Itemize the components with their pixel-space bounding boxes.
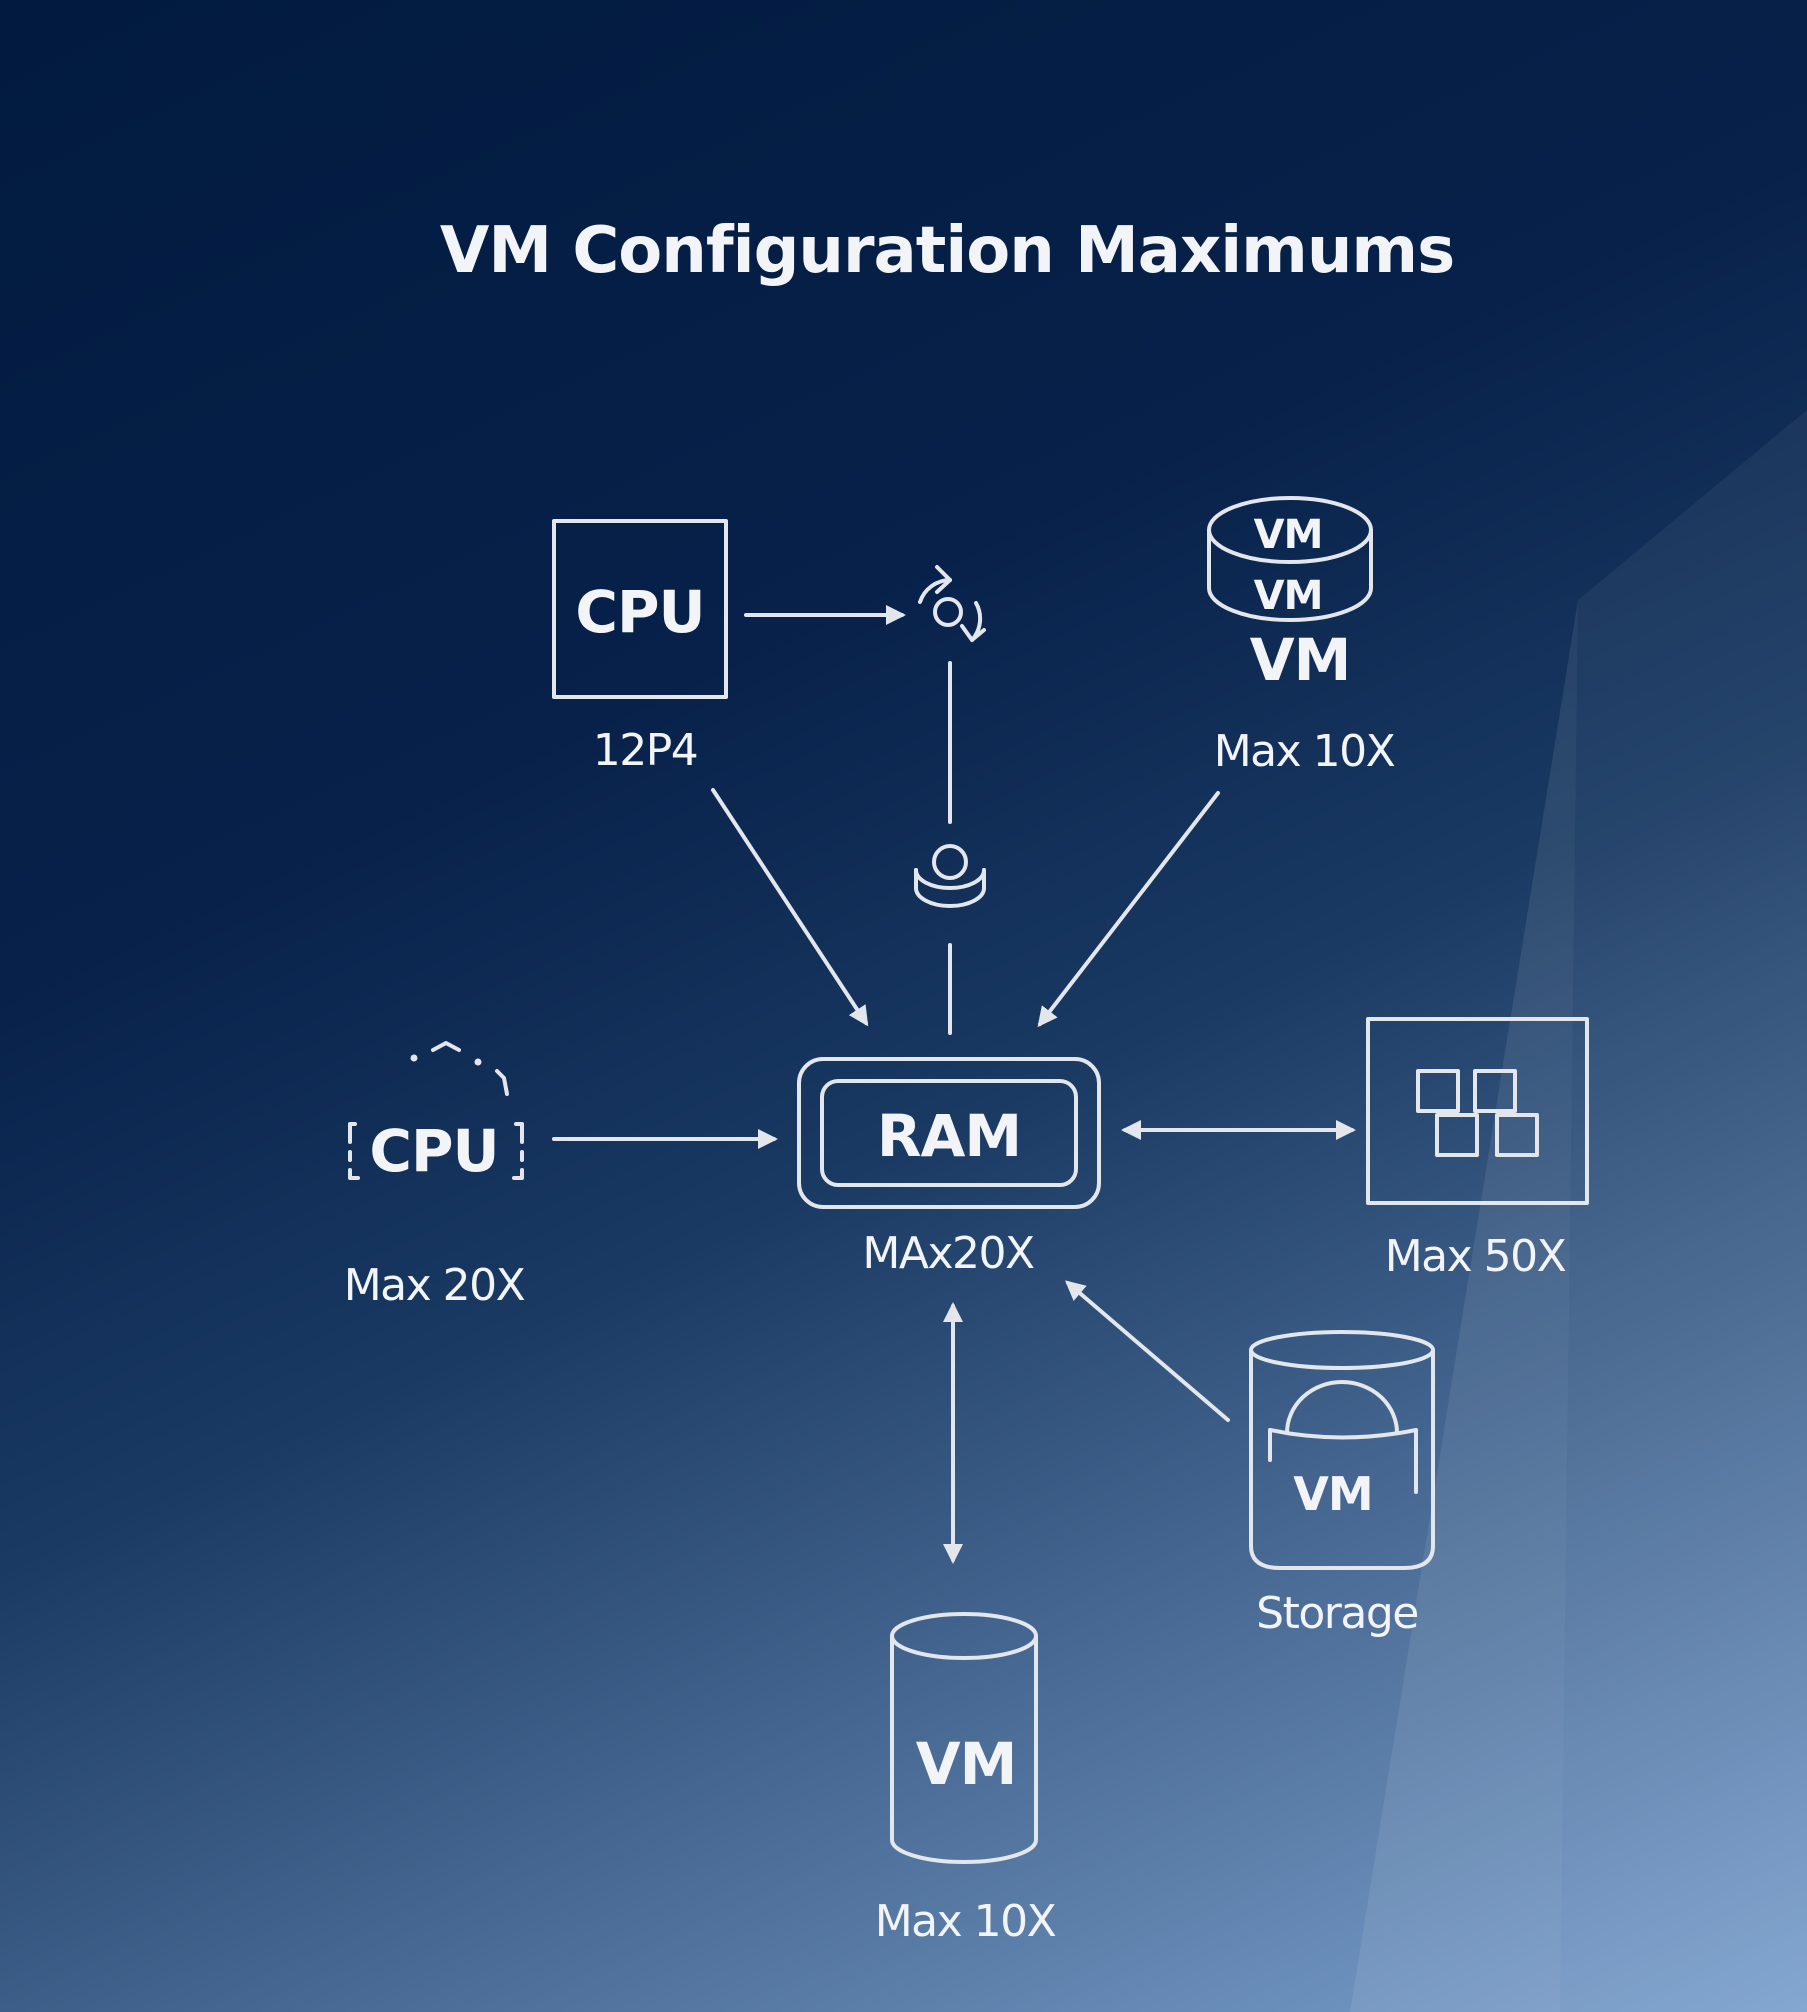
cpu-dashed-icon	[348, 1041, 524, 1180]
vm-bottom-icon-label: VM	[916, 1730, 1017, 1798]
grid-box-caption: Max 50X	[1385, 1231, 1566, 1282]
grid-box-frame	[1366, 1017, 1589, 1205]
cpu-top-caption: 12P4	[593, 725, 698, 776]
cpu-left-icon-label: CPU	[369, 1117, 498, 1185]
arrow-vm-to-ram	[1037, 791, 1220, 1028]
vm-stack-label-2: VM	[1254, 573, 1323, 619]
vm-disk-stack-icon	[1207, 496, 1373, 622]
background-facet	[1350, 410, 1807, 2012]
cpu-chip-icon	[552, 519, 728, 699]
ram-module-icon	[797, 1057, 1101, 1209]
storage-vm-icon	[1249, 1330, 1435, 1570]
vm-stack-caption: Max 10X	[1214, 726, 1395, 777]
arrow-storage-to-ram	[1064, 1280, 1230, 1422]
grid-box-node: Max 50X	[1366, 1017, 1589, 1282]
vm-bottom-caption: Max 10X	[875, 1896, 1056, 1947]
background-facet	[1350, 600, 1578, 2012]
refresh-cycle-icon	[918, 565, 986, 642]
cpu-left-caption: Max 20X	[344, 1260, 525, 1311]
grid-blocks-icon	[1416, 1069, 1539, 1157]
page-title: VM Configuration Maximums	[440, 214, 1454, 288]
cpu-left-node: CPU Max 20X	[344, 1041, 526, 1311]
arrow-cpu-to-ram	[711, 788, 869, 1027]
vm-stack-node: VM VM VM Max 10X	[1207, 496, 1396, 777]
stacked-disk-icon	[914, 844, 986, 908]
storage-caption: Storage	[1256, 1588, 1418, 1639]
vm-cylinder-icon	[890, 1612, 1038, 1864]
vm-stack-label-1: VM	[1254, 512, 1323, 558]
ram-node: RAM MAx20X	[797, 1057, 1101, 1279]
storage-node: VM Storage	[1249, 1330, 1435, 1639]
cpu-top-icon-label: CPU	[575, 578, 704, 646]
vm-bottom-node: VM Max 10X	[875, 1612, 1057, 1947]
storage-icon-label: VM	[1293, 1467, 1372, 1521]
cpu-top-node: CPU 12P4	[552, 519, 728, 776]
vm-stack-label-3: VM	[1250, 626, 1351, 694]
ram-caption: MAx20X	[862, 1228, 1034, 1279]
ram-icon-label: RAM	[877, 1102, 1021, 1170]
